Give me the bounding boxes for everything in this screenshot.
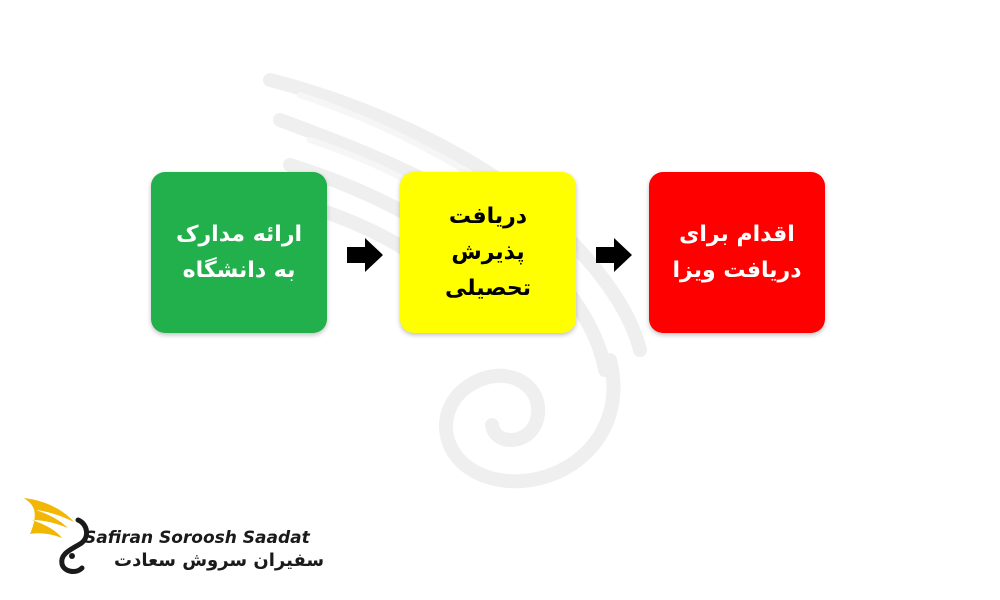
golden-wing-logo-icon [24,498,89,574]
step-submit-documents-label: ارائه مدارک به دانشگاه [175,221,303,283]
step-receive-admission-box: دریافت پذیرش تحصیلی [400,172,576,333]
logo-name-english: Safiran Soroosh Saadat [84,528,310,548]
step-apply-visa-label: اقدام برای دریافت ویزا [672,221,802,283]
company-logo: Safiran Soroosh Saadat سفیران سروش سعادت [22,494,324,578]
step-submit-documents-box: ارائه مدارک به دانشگاه [151,172,327,333]
logo-name-persian: سفیران سروش سعادت [114,550,325,571]
right-arrow-icon [347,238,383,272]
step-receive-admission-label: دریافت پذیرش تحصیلی [445,203,532,301]
right-arrow-icon [596,238,632,272]
step-apply-visa-box: اقدام برای دریافت ویزا [649,172,825,333]
